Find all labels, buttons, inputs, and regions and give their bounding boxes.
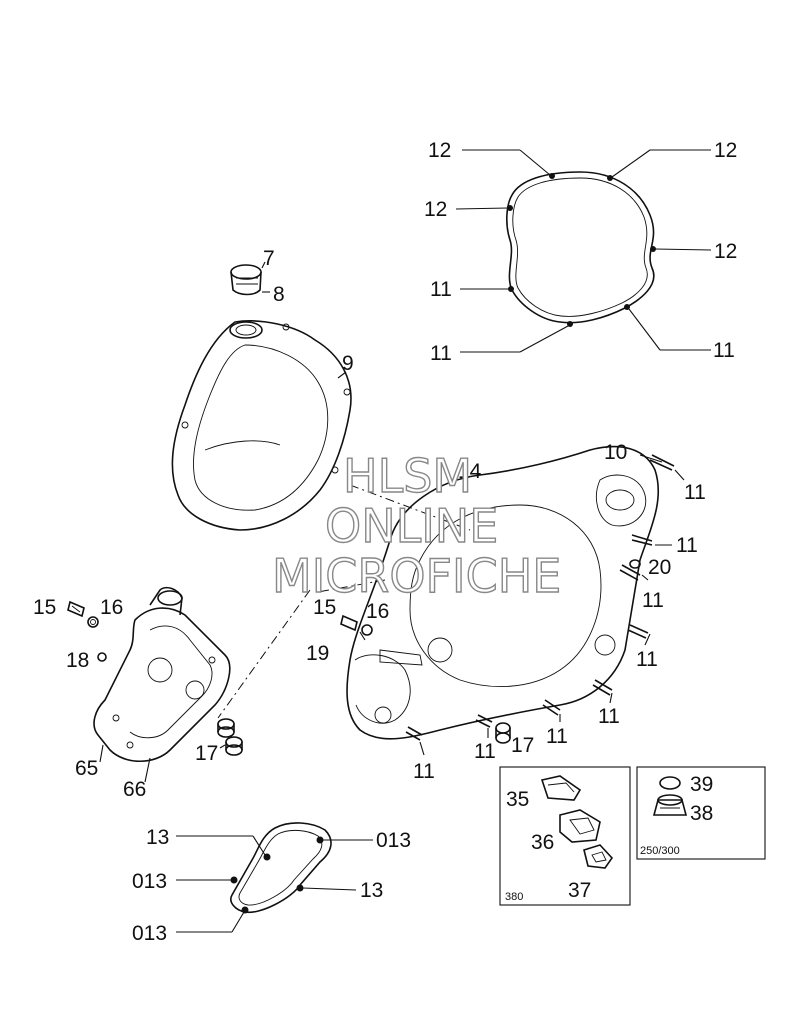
callout-013: 013 — [132, 870, 167, 893]
callout-11: 11 — [474, 740, 496, 763]
inset-250-300 — [636, 766, 766, 860]
callout-9: 9 — [342, 352, 354, 375]
water-pump-cover — [93, 586, 231, 783]
callout-38: 38 — [690, 802, 713, 825]
crankcase-cover — [346, 445, 663, 740]
callout-35: 35 — [506, 788, 529, 811]
callout-14: 14 — [458, 460, 482, 483]
clutch-cover-gasket — [455, 149, 712, 353]
callout-11: 11 — [636, 648, 658, 671]
bolts — [405, 454, 685, 756]
callout-13: 13 — [146, 826, 169, 849]
callout-12: 12 — [424, 198, 447, 221]
callout-11: 11 — [430, 342, 452, 365]
callout-12: 12 — [428, 139, 451, 162]
callout-8: 8 — [273, 283, 285, 306]
callout-11: 11 — [684, 481, 706, 504]
callout-36: 36 — [531, 831, 554, 854]
inset-380 — [499, 766, 631, 906]
callout-11: 11 — [713, 339, 735, 362]
callout-7: 7 — [263, 247, 275, 270]
callout-11: 11 — [413, 760, 435, 783]
callout-17: 17 — [511, 734, 534, 757]
water-pump-gasket — [176, 822, 373, 933]
callout-11: 11 — [430, 278, 452, 301]
callout-013: 013 — [376, 829, 411, 852]
callout-12: 12 — [714, 240, 737, 263]
callout-66: 66 — [123, 778, 146, 801]
oil-filler-plug — [230, 261, 270, 296]
callout-39: 39 — [690, 773, 713, 796]
alignment-lines — [217, 484, 471, 719]
callout-17: 17 — [195, 742, 218, 765]
watermark-line-1: HLSM — [343, 449, 472, 503]
callout-013: 013 — [132, 922, 167, 945]
inset-model-label: 250/300 — [640, 845, 680, 857]
watermark-line-3: MICROFICHE — [272, 549, 561, 603]
screw-and-washer-middle — [340, 614, 373, 641]
callout-65: 65 — [75, 757, 98, 780]
callout-11: 11 — [546, 725, 568, 748]
callout-12: 12 — [714, 139, 737, 162]
callout-13: 13 — [360, 879, 383, 902]
watermark: HLSM ONLINE MICROFICHE — [271, 448, 562, 603]
callout-11: 11 — [598, 705, 620, 728]
callout-19: 19 — [306, 642, 329, 665]
callout-11: 11 — [676, 534, 698, 557]
callout-labels: 12 12 12 12 11 11 11 7 8 9 10 14 11 11 2… — [33, 139, 737, 945]
screw-and-washer-left — [67, 600, 107, 662]
callout-37: 37 — [568, 879, 591, 902]
inset-model-label: 380 — [505, 891, 523, 903]
callout-16: 16 — [100, 596, 123, 619]
callout-15: 15 — [313, 596, 336, 619]
callout-20: 20 — [648, 556, 671, 579]
callout-18: 18 — [66, 649, 89, 672]
callout-16: 16 — [366, 600, 389, 623]
clutch-cover — [171, 320, 352, 531]
callout-10: 10 — [604, 441, 627, 464]
callout-15: 15 — [33, 596, 56, 619]
watermark-line-2: ONLINE — [325, 499, 498, 553]
callout-11: 11 — [642, 589, 664, 612]
dowels-left — [217, 718, 243, 756]
